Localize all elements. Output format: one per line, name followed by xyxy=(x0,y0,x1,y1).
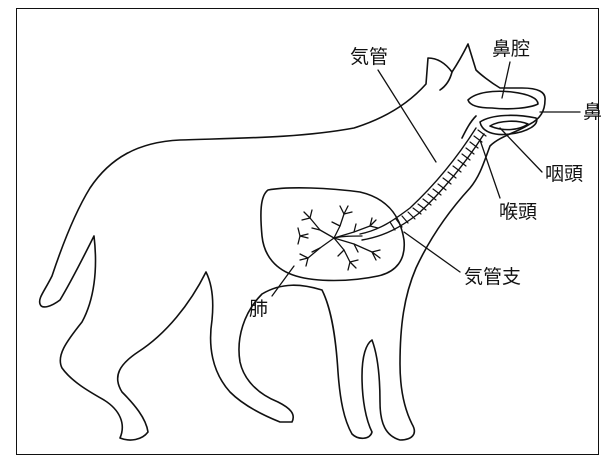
label-lung: 肺 xyxy=(249,300,268,319)
bronchi-tree xyxy=(298,206,380,270)
label-nasal-cavity: 鼻腔 xyxy=(492,40,530,59)
label-pharynx: 咽頭 xyxy=(545,165,583,184)
label-larynx: 喉頭 xyxy=(499,203,537,222)
label-nose: 鼻 xyxy=(583,103,602,122)
ear-line xyxy=(440,72,452,90)
throat-line xyxy=(462,116,476,138)
label-trachea: 気管 xyxy=(350,48,388,67)
label-bronchi: 気管支 xyxy=(464,268,521,287)
trachea-tube xyxy=(360,128,486,240)
